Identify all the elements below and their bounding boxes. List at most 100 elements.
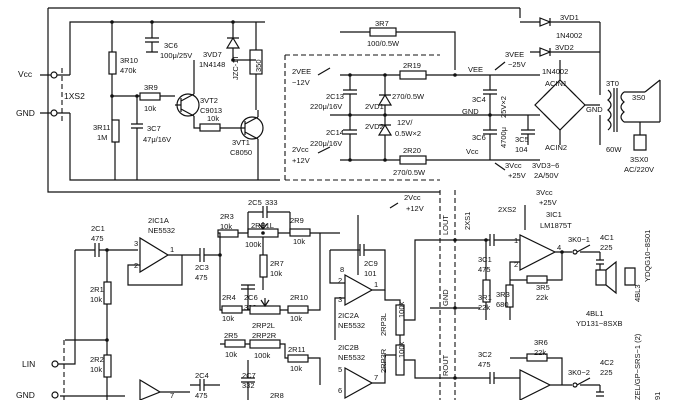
pin-5: 5	[338, 365, 342, 374]
connector-1xs2: Vcc GND 1XS2	[16, 68, 85, 122]
label-3r11-value: 1M	[97, 133, 107, 142]
label-3vd7-value: 1N4148	[199, 60, 225, 69]
label-2r9: 2R9	[290, 216, 304, 225]
label-vcc-right: Vcc	[466, 147, 479, 156]
label-2ic2b-value: NE5532	[338, 353, 365, 362]
label-3vt1-value: C8050	[230, 148, 252, 157]
label-2c1: 2C1	[91, 224, 105, 233]
label-100k-r: 100k	[397, 341, 406, 358]
pin-3b: 3	[338, 295, 342, 304]
label-m25v: −25V	[508, 60, 526, 69]
label-2r20-value: 270/0.5W	[393, 168, 426, 177]
pin-2b: 2	[338, 276, 342, 285]
label-vcc: Vcc	[18, 69, 33, 79]
label-3r7: 3R7	[375, 19, 389, 28]
label-1xs2: 1XS2	[64, 91, 85, 101]
label-3c6: 3C6	[164, 41, 178, 50]
label-gnd-xs1: GND	[441, 289, 450, 306]
label-2r2-value: 10k	[90, 365, 102, 374]
label-12v: 12V/	[397, 118, 413, 127]
label-2vcc-b: 2Vcc	[404, 193, 421, 202]
label-2rp3l: 2RP3L	[379, 313, 388, 336]
label-2r5: 2R5	[224, 331, 238, 340]
label-60w: 60W	[606, 145, 622, 154]
label-3c7: 3C7	[147, 124, 161, 133]
transformer-3t0: 3T0 3S0 60W 3SX0 AC/220V	[599, 22, 661, 174]
label-4c2: 4C2	[600, 358, 614, 367]
label-2c5: 2C5	[248, 198, 262, 207]
label-2rp3r: 2RP3R	[379, 348, 388, 373]
label-m12v: −12V	[292, 78, 310, 87]
label-3c7-value: 47μ/16V	[143, 135, 171, 144]
label-3r5-value: 22k	[536, 293, 548, 302]
label-2r3: 2R3	[220, 212, 234, 221]
label-3c5-value: 104	[515, 145, 528, 154]
label-3r3: 3R3	[496, 290, 510, 299]
label-3c6b-value: 4700μ	[499, 127, 508, 148]
power-amp-section: 3Vcc +25V 2XS2 3IC1 LM1875T 3C1 475 1 2 …	[478, 188, 662, 400]
label-350: 350	[254, 59, 263, 72]
label-3vd2-value: 1N4002	[542, 67, 568, 76]
label-3vee: 3VEE	[505, 50, 524, 59]
label-3vd2: 3VD2	[555, 43, 574, 52]
label-2r5-value: 10k	[225, 350, 237, 359]
label-4c2-value: 225	[600, 368, 613, 377]
label-2c7: 2C7	[242, 371, 256, 380]
label-gnd-right: GND	[462, 107, 479, 116]
label-100k-l: 100k	[397, 301, 406, 318]
label-3c6b: 3C6	[472, 133, 486, 142]
label-2c13-value: 220μ/16V	[310, 102, 342, 111]
pin-4c: 4	[557, 243, 561, 252]
label-gnd: GND	[16, 108, 35, 118]
pin-8: 8	[340, 265, 344, 274]
label-2rp1l-value: 100k	[245, 240, 262, 249]
label-2vcc: 2Vcc	[292, 145, 309, 154]
label-2c3-value: 475	[195, 273, 208, 282]
connector-2xs1: 2Vcc +12V 2XS1 LOUT GND ROUT	[389, 190, 480, 400]
label-3r3-value: 680	[496, 300, 509, 309]
label-3r6: 3R6	[534, 338, 548, 347]
label-2r10: 2R10	[290, 293, 308, 302]
label-p12v: +12V	[292, 156, 310, 165]
label-2rp2r: 2RP2R	[252, 331, 277, 340]
label-3vd3: 3VD3~6	[532, 161, 559, 170]
label-2r19-value: 270/0.5W	[392, 92, 425, 101]
label-3vt2-value: C9013	[200, 106, 222, 115]
label-3vd1: 3VD1	[560, 13, 579, 22]
label-2xs2: 2XS2	[498, 205, 516, 214]
label-4bl1: 4BL1	[586, 309, 604, 318]
label-3sx0: 3SX0	[630, 155, 648, 164]
label-4bl1-value: YD131−8SXB	[576, 319, 623, 328]
label-2ic1a-value: NE5532	[148, 226, 175, 235]
label-p12v-b: +12V	[406, 204, 424, 213]
label-2r2: 2R2	[90, 355, 104, 364]
label-2r7: 2R7	[270, 259, 284, 268]
label-gnd-bottom: GND	[16, 390, 35, 400]
label-lin: LIN	[22, 359, 35, 369]
label-3c4: 3C4	[472, 95, 486, 104]
label-p25v-amp: +25V	[539, 198, 557, 207]
label-2ic2a-value: NE5532	[338, 321, 365, 330]
label-2rp2r-value: 100k	[254, 351, 271, 360]
label-3r1: 3R1	[478, 293, 492, 302]
label-3ic1: 3IC1	[546, 210, 562, 219]
label-3vd7: 3VD7	[203, 50, 222, 59]
label-2ic1a: 2IC1A	[148, 216, 169, 225]
pin-1: 1	[170, 245, 174, 254]
label-3vt2: 3VT2	[200, 96, 218, 105]
label-2c13: 2C13	[326, 92, 344, 101]
pin-1c: 1	[514, 236, 518, 245]
label-3r9: 3R9	[144, 83, 158, 92]
label-2r8: 2R8	[270, 391, 284, 400]
label-3r10-value: 470k	[120, 66, 137, 75]
label-3c6-value: 100μ/25V	[160, 51, 192, 60]
label-3vcc-amp: 3Vcc	[536, 188, 553, 197]
label-3c2-value: 475	[478, 360, 491, 369]
label-lout: LOUT	[441, 215, 450, 235]
label-3c2: 3C2	[478, 350, 492, 359]
rectifier-block: 3C4 25V×2 3C6 4700μ 3C5 104 ACIN1 ACIN2 …	[470, 8, 603, 180]
label-2r19: 2R19	[403, 61, 421, 70]
label-4bl3-value: YDQG10−8S01	[643, 230, 652, 282]
label-2r20: 2R20	[403, 146, 421, 155]
